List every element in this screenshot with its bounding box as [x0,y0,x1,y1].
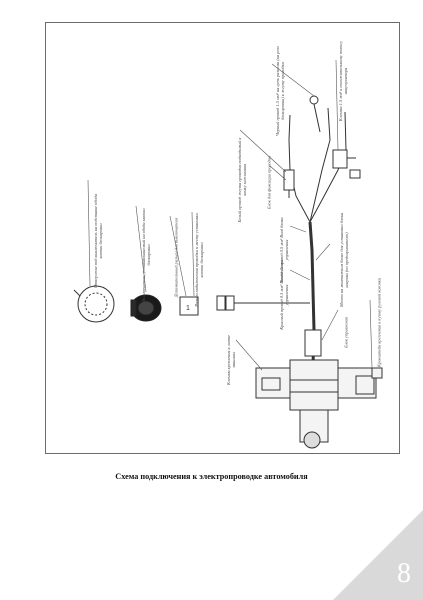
relay-block [332,149,361,179]
diagram-frame [45,22,400,454]
label-mount-place: Место на монтажном блоке для установки б… [339,212,349,308]
leader-lines [87,59,373,371]
control-unit-box [304,329,322,357]
label-ring-terminal: Клемма 1.5 мм² к положительному полюсу а… [338,40,348,122]
label-hole-steering: Отверстие под выключатель на подставке о… [93,194,103,288]
label-limit-switch: Дополнительный разъем для выключателя [173,217,179,298]
label-brown-wire: Белый провод жгута проводов подводимый к… [237,137,247,223]
svg-text:1: 1 [186,305,190,312]
label-black-wire: Черный провод 1.5 мм² на цепь разъема (н… [275,45,285,137]
diagram-caption: Схема подключения к электропроводке авто… [115,472,308,481]
steering-hole [73,285,115,323]
label-relay-block: Блок для фиксации проводов [266,156,272,209]
steering-column [255,359,383,449]
fuse-holder [283,169,295,198]
page-corner [333,510,423,600]
page-number: 8 [397,558,411,589]
label-clamp: Кронштейн крепления к кузову рулевой кол… [376,278,382,368]
small-switch: 1 [179,296,199,316]
label-red-wire: Красный провод 0.5 мм² Выход блока управ… [279,260,289,330]
ring-terminal [309,95,321,133]
round-switch [130,294,162,322]
label-control-unit: Блок управления [343,317,349,348]
connector-pair [216,295,310,311]
label-connector-note: Разъем подключения проводки к месту уста… [194,213,204,307]
label-fuse-left: Клемма крепления к ленте машины [226,335,236,385]
label-switch: Выключатель, устанавливаемый на обода кн… [141,208,151,302]
